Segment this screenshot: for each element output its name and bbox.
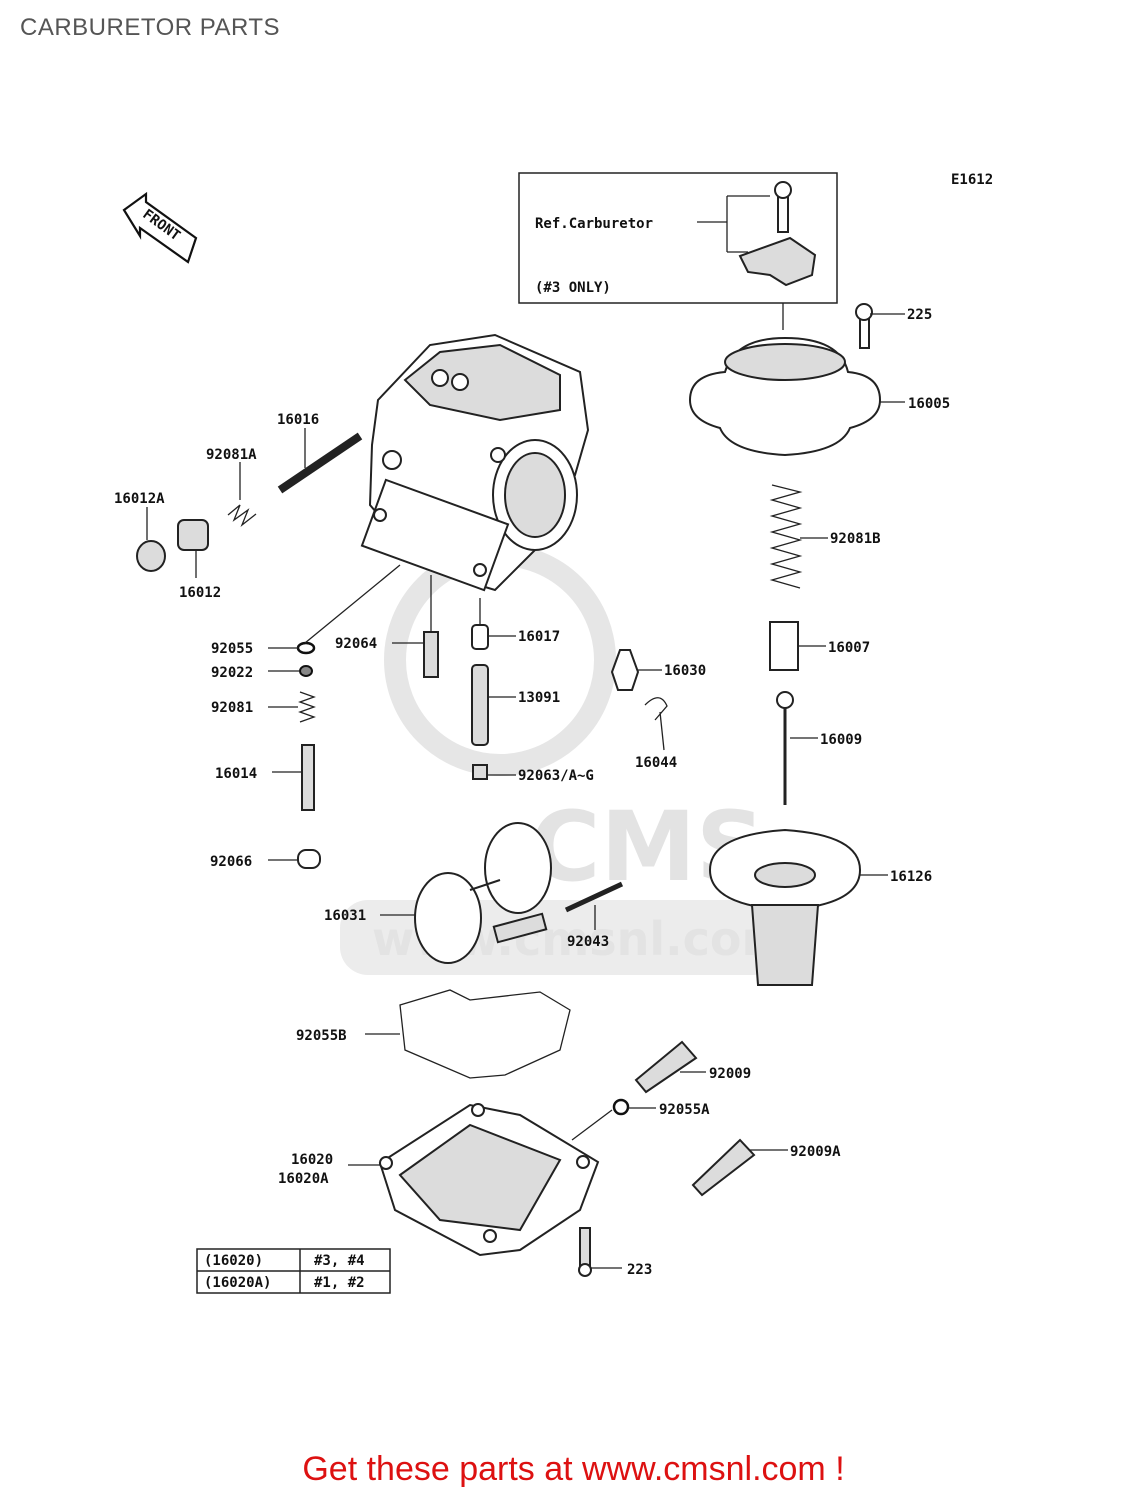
- screw-92009A-icon: [691, 1138, 756, 1197]
- label-92055B: 92055B: [296, 1028, 347, 1044]
- variant-table: (16020) #3, #4 (16020A) #1, #2: [196, 1248, 391, 1294]
- jet-92064-icon: [423, 631, 439, 678]
- front-arrow-icon: [122, 191, 198, 264]
- reference-box-title: Ref.Carburetor: [535, 216, 653, 232]
- carburetor-body: [360, 333, 590, 592]
- float-assembly: [414, 822, 624, 964]
- reference-box: Ref.Carburetor (#3 ONLY): [518, 172, 838, 330]
- needle-holder-16007-icon: [769, 621, 799, 671]
- label-16005: 16005: [908, 396, 950, 412]
- label-92055: 92055: [211, 641, 253, 657]
- label-16126: 16126: [890, 869, 932, 885]
- jet-16017-icon: [471, 624, 489, 650]
- cta-link[interactable]: Get these parts at www.cmsnl.com !: [302, 1450, 845, 1488]
- label-92081A: 92081A: [206, 447, 257, 463]
- label-92081: 92081: [211, 700, 253, 716]
- label-92081B: 92081B: [830, 531, 881, 547]
- washer-92022-icon: [299, 665, 313, 677]
- front-arrow: FRONT: [122, 191, 198, 264]
- label-16031: 16031: [324, 908, 366, 924]
- variant-table-row2-part: (16020A): [204, 1275, 271, 1291]
- screw-92009-icon: [634, 1040, 698, 1094]
- label-92064: 92064: [335, 636, 377, 652]
- center-parts: [423, 624, 668, 780]
- label-16007: 16007: [828, 640, 870, 656]
- label-223: 223: [627, 1262, 652, 1278]
- label-16020A: 16020A: [278, 1171, 329, 1187]
- variant-table-row1-cyl: #3, #4: [314, 1253, 365, 1269]
- label-16012: 16012: [179, 585, 221, 601]
- clip-16044-icon: [644, 697, 668, 721]
- gasket-92055B-icon: [399, 989, 571, 1079]
- label-16020: 16020: [291, 1152, 333, 1168]
- label-16016: 16016: [277, 412, 319, 428]
- reference-box-frame: [518, 172, 838, 304]
- label-92009A: 92009A: [790, 1144, 841, 1160]
- label-92022: 92022: [211, 665, 253, 681]
- label-92055A: 92055A: [659, 1102, 710, 1118]
- label-92066: 92066: [210, 854, 252, 870]
- variant-table-row2-cyl: #1, #2: [314, 1275, 365, 1291]
- reference-box-note: (#3 ONLY): [535, 280, 611, 296]
- label-16044: 16044: [635, 755, 677, 771]
- tube-13091-icon: [471, 664, 489, 746]
- screw-16014-icon: [301, 744, 315, 811]
- label-16030: 16030: [664, 663, 706, 679]
- part-labels: 225 16005 92081B 16007 16009 16126 16016…: [114, 307, 950, 1278]
- leader-lines: [146, 313, 905, 1269]
- watermark: CMS www.cmsnl.com: [340, 544, 789, 975]
- label-16017: 16017: [518, 629, 560, 645]
- label-16014: 16014: [215, 766, 257, 782]
- label-16012A: 16012A: [114, 491, 165, 507]
- spring-92081-icon: [298, 691, 316, 723]
- jet-92063-icon: [472, 764, 488, 780]
- float-16031-icon: [414, 872, 482, 964]
- cap-92066-icon: [297, 849, 321, 869]
- spring-92081B-icon: [769, 484, 803, 589]
- label-13091: 13091: [518, 690, 560, 706]
- page-title: CARBURETOR PARTS: [20, 14, 281, 41]
- spring-92081A-icon: [227, 504, 257, 528]
- float-bowl-assembly: [378, 989, 756, 1277]
- pin-92043-icon: [564, 881, 624, 913]
- screw-16016-icon: [277, 432, 363, 494]
- oring-92055A-icon: [612, 1098, 630, 1116]
- label-16009: 16009: [820, 732, 862, 748]
- oring-92055-icon: [296, 641, 316, 655]
- left-parts: [136, 432, 363, 869]
- diagram-code: E1612: [951, 172, 993, 188]
- reference-bracket-icon: [738, 236, 817, 287]
- cap-16012A-icon: [136, 540, 166, 572]
- variant-table-row1-part: (16020): [204, 1253, 263, 1269]
- label-92063: 92063/A~G: [518, 768, 594, 784]
- top-assembly: [688, 303, 882, 986]
- plug-16012-icon: [177, 519, 209, 551]
- label-225: 225: [907, 307, 932, 323]
- reference-screw-icon: [777, 195, 789, 233]
- float-valve-16030-icon: [610, 649, 640, 691]
- label-92009: 92009: [709, 1066, 751, 1082]
- label-92043: 92043: [567, 934, 609, 950]
